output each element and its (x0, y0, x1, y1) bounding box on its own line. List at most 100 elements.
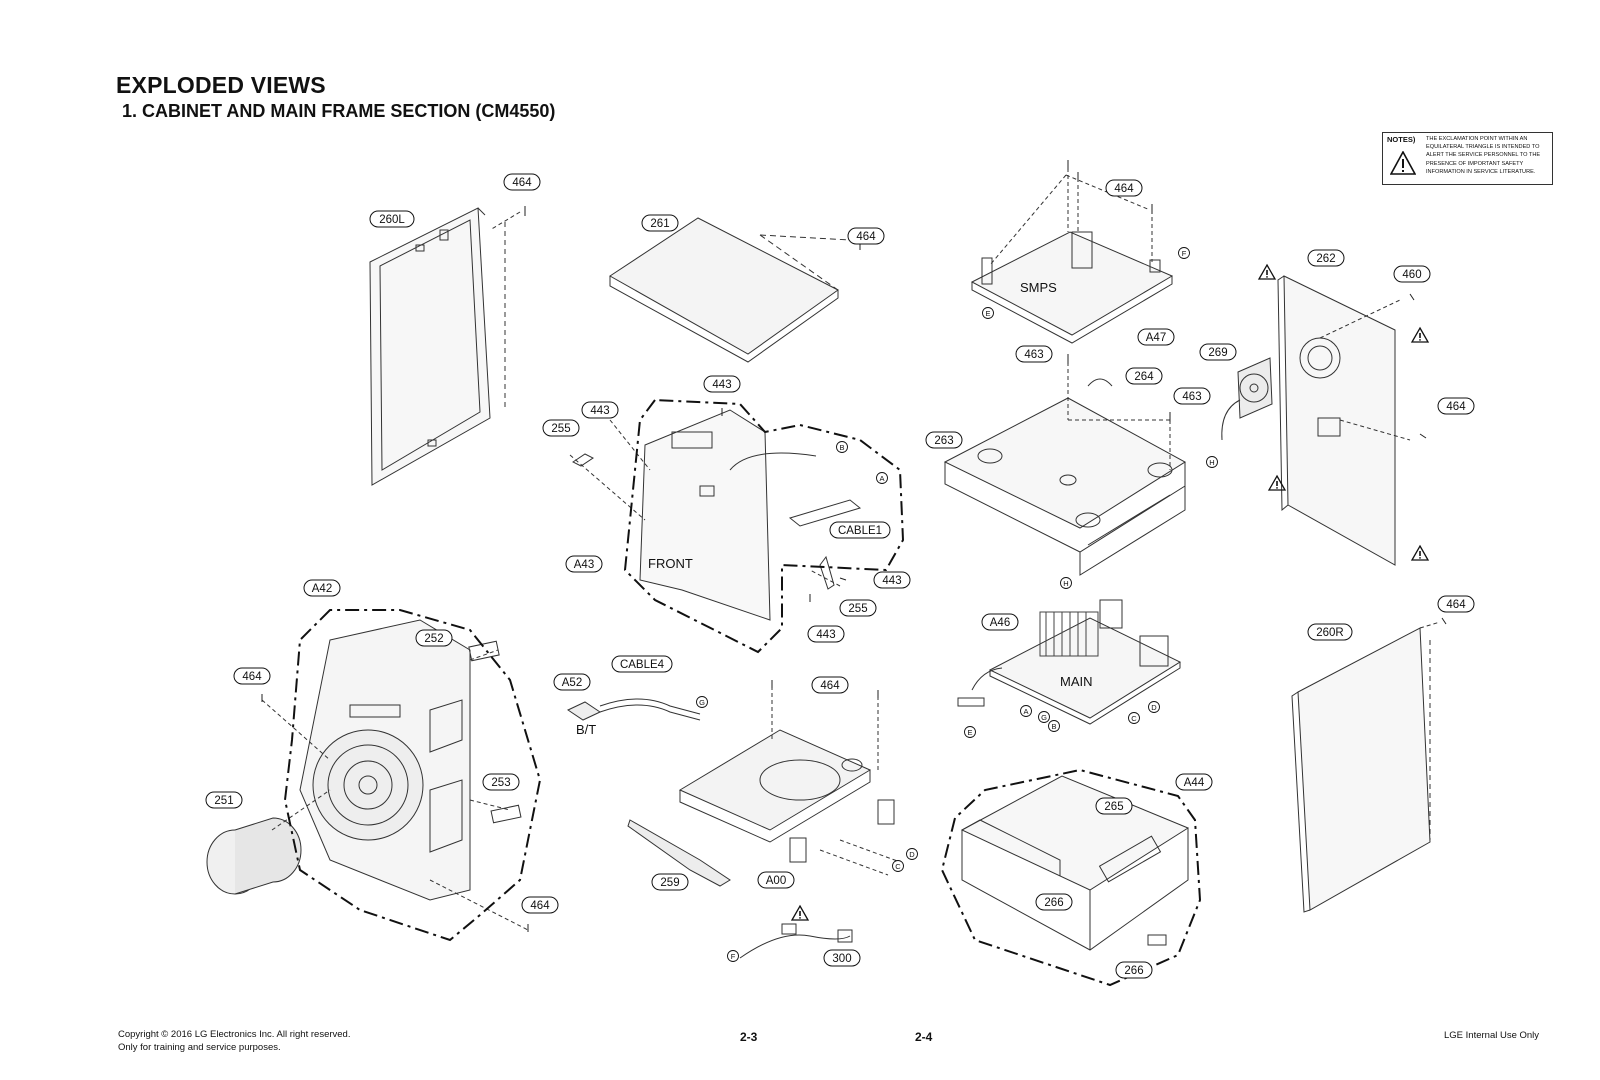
part-callout: 266 (1115, 961, 1153, 979)
notes-text: THE EXCLAMATION POINT WITHIN AN EQUILATE… (1426, 136, 1541, 175)
clip-255-left (572, 453, 594, 467)
main-board-A46 (957, 599, 1182, 725)
part-callout-label: A47 (1146, 332, 1166, 344)
part-callout-label: 464 (530, 900, 550, 912)
part-callout: CABLE4 (611, 655, 673, 673)
front-cabinet-A42 (261, 619, 529, 931)
part-callout-label: A00 (766, 875, 786, 887)
part-callout: 463 (1015, 345, 1053, 363)
part-callout-label: A46 (990, 617, 1010, 629)
connector-letter: C (1128, 712, 1140, 724)
part-callout: 464 (521, 896, 559, 914)
part-callout-label: CABLE1 (838, 525, 882, 537)
part-252 (468, 640, 500, 662)
page-number-right: 2-4 (915, 1030, 933, 1044)
part-callout-label: 260L (379, 214, 405, 226)
part-callout: 260L (369, 210, 415, 228)
part-callout-label: 255 (551, 423, 570, 435)
part-callout: A43 (565, 555, 603, 573)
chassis-base-assembly-outline (940, 768, 1202, 987)
part-callout: 460 (1393, 265, 1431, 283)
internal-use-label: LGE Internal Use Only (1444, 1030, 1540, 1041)
part-callout: 464 (1437, 397, 1475, 415)
fan-269 (1221, 357, 1273, 441)
part-callout-label: 464 (820, 680, 840, 692)
connector-letter-label: E (985, 309, 990, 318)
notes-label: NOTES) (1387, 135, 1416, 144)
label-front: FRONT (648, 556, 693, 571)
part-callout-label: CABLE4 (620, 659, 665, 671)
part-callout-label: 269 (1208, 347, 1227, 359)
connector-letter-label: C (895, 862, 901, 871)
part-253 (490, 804, 522, 824)
connector-letter-label: B (1051, 722, 1056, 731)
part-callout: A47 (1137, 328, 1175, 346)
rear-panel-262 (1277, 275, 1411, 566)
connector-letter: H (1206, 456, 1218, 468)
part-callout: 300 (823, 949, 861, 967)
connector-letter-label: C (1131, 714, 1137, 723)
front-board-assembly-outline (623, 398, 905, 654)
part-callout: 443 (807, 625, 845, 643)
part-callout-label: 464 (856, 231, 876, 243)
clip-255-right (819, 555, 835, 590)
connector-letter-label: F (1182, 249, 1187, 258)
part-callout-label: 463 (1182, 391, 1201, 403)
part-callout: 252 (415, 629, 453, 647)
part-callout-label: 253 (491, 777, 510, 789)
connector-letter: A (876, 472, 888, 484)
part-callout: 255 (839, 599, 877, 617)
connector-letter-label: D (909, 850, 915, 859)
connector-letter: H (1060, 577, 1072, 589)
part-callout: A44 (1175, 773, 1213, 791)
connector-letter: B (836, 441, 848, 453)
side-panel-260L (369, 207, 521, 486)
connector-letter: B (1048, 720, 1060, 732)
connector-letter: E (982, 307, 994, 319)
label-smps: SMPS (1020, 280, 1057, 295)
part-callout-label: 263 (934, 435, 953, 447)
part-callout: A46 (981, 613, 1019, 631)
connector-letter: D (906, 848, 918, 860)
connector-letter-label: H (1063, 579, 1068, 588)
part-callout: A42 (303, 579, 341, 597)
connector-letter: C (892, 860, 904, 872)
connector-letter: D (1148, 701, 1160, 713)
part-callout-label: 265 (1104, 801, 1123, 813)
connector-letter: E (964, 726, 976, 738)
part-callout: 251 (205, 791, 243, 809)
part-callout-label: 251 (214, 795, 233, 807)
part-callout: 463 (1173, 387, 1211, 405)
part-callout-label: 463 (1024, 349, 1043, 361)
page-title: EXPLODED VIEWS (116, 72, 326, 98)
part-callout-label: 261 (650, 218, 669, 230)
connector-letter-label: B (839, 443, 844, 452)
part-callout: 255 (542, 419, 580, 437)
part-callout-label: A43 (574, 559, 594, 571)
part-callout-label: A52 (562, 677, 582, 689)
part-callout-label: 264 (1134, 371, 1154, 383)
part-callout: CABLE1 (829, 521, 891, 539)
front-cabinet-assembly-outline (283, 609, 542, 942)
part-callout-label: 464 (242, 671, 262, 683)
part-callout-label: 443 (712, 379, 731, 391)
part-callout: 265 (1095, 797, 1133, 815)
part-callout: 443 (873, 571, 911, 589)
part-callout: 264 (1125, 367, 1163, 385)
part-callout-label: 252 (424, 633, 443, 645)
part-callout-label: 464 (1446, 401, 1466, 413)
part-callout: 464 (811, 676, 849, 694)
part-callout-label: A42 (312, 583, 332, 595)
connector-letter-label: A (1023, 707, 1028, 716)
part-callout-label: 464 (1114, 183, 1134, 195)
part-callout-label: 464 (512, 177, 532, 189)
purpose-text: Only for training and service purposes. (118, 1042, 281, 1053)
side-panel-260R (1291, 621, 1441, 913)
part-callout: 464 (233, 667, 271, 685)
part-callout-label: 300 (832, 953, 851, 965)
connector-letter-label: G (1041, 713, 1047, 722)
chassis-base-A44 (960, 775, 1190, 951)
